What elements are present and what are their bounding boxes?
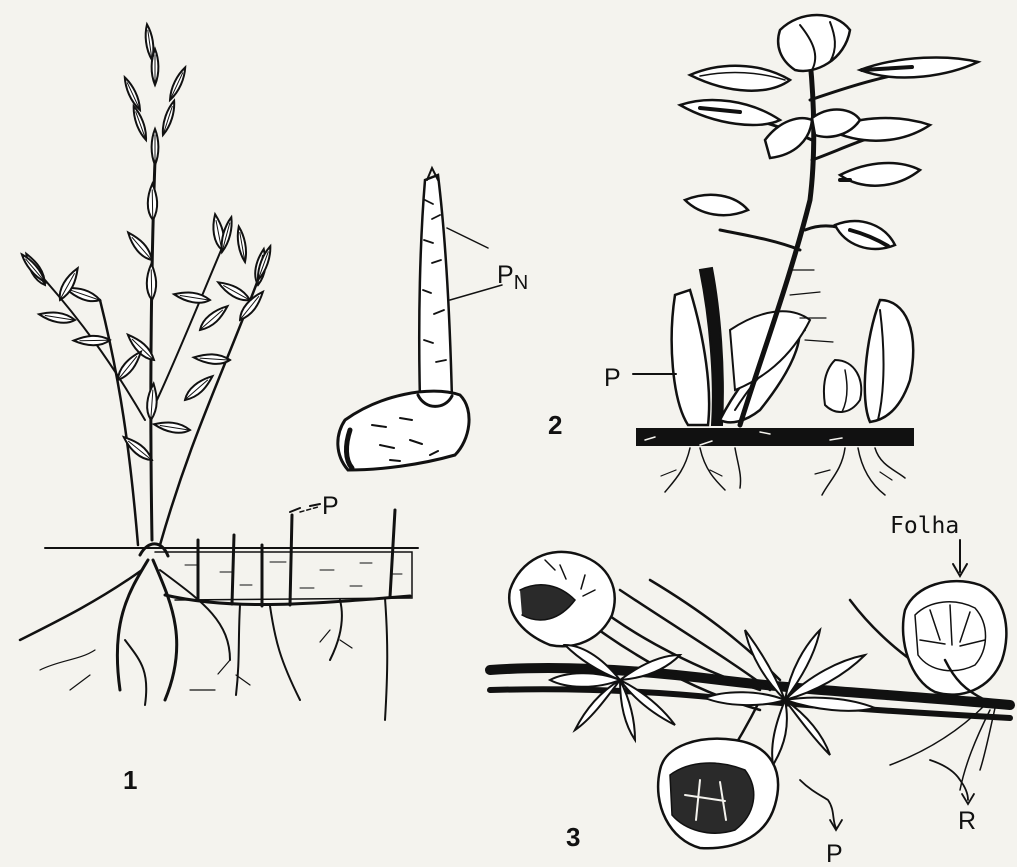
figure-2-label-p: P [604, 364, 621, 392]
pn-main-letter: P [497, 261, 514, 289]
pn-subscript: N [514, 272, 528, 294]
figure-3-label-folha: Folha [890, 513, 959, 539]
figure-3-label-r: R [958, 807, 976, 835]
figure-2-label-pn: PN [497, 261, 528, 294]
figure-1-label-p: P [322, 492, 339, 520]
figure-1-number: 1 [123, 765, 137, 795]
figure-3-plant-drawing [490, 540, 1010, 848]
figure-2-number: 2 [548, 410, 562, 440]
figure-3-number: 3 [566, 822, 580, 852]
figure-3-label-p: P [826, 840, 843, 867]
figure-2-plant-drawing [633, 15, 978, 495]
figure-2-rhizome-shoot-drawing [338, 168, 502, 470]
figure-1-plant-drawing [19, 24, 418, 720]
